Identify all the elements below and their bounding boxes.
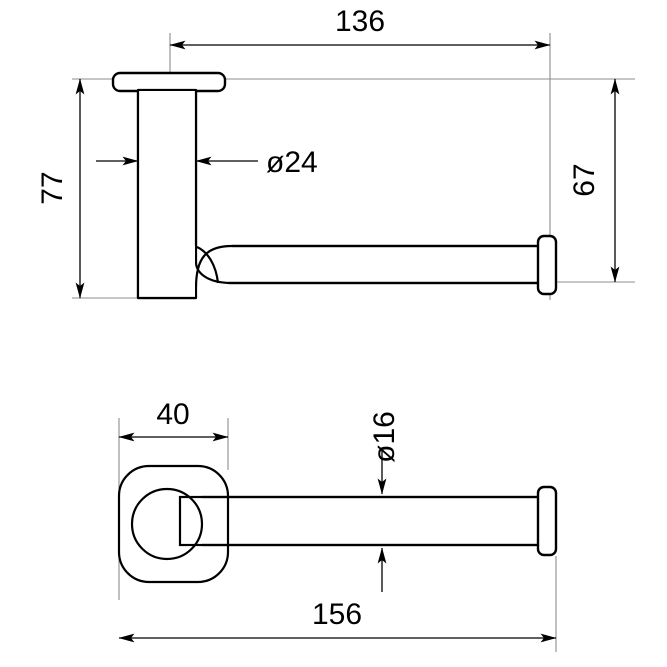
side-post-and-arm-outline [136,88,542,300]
dimension-156-label: 156 [312,598,362,631]
dimension-24-label: ø24 [266,146,318,179]
dimension-77: 77 [36,78,85,299]
side-arm-end-cap [536,234,558,296]
dimension-136-label: 136 [335,5,385,38]
plan-post-circle [130,487,204,561]
side-post-fill [139,91,195,297]
plan-wall-plate [117,464,230,584]
dimension-16-label: ø16 [368,411,401,463]
dimension-77-label: 77 [36,171,69,204]
dimension-67: 67 [568,78,620,283]
dimension-136: 136 [169,5,551,50]
side-fillet-curve [196,245,220,284]
dimension-diameter-16: ø16 [368,411,401,592]
dimension-156: 156 [118,598,557,643]
dimension-diameter-24: ø24 [96,146,318,179]
plan-arm-end-cap [536,485,558,557]
plan-view: 40 ø16 156 [117,398,558,652]
dimension-40-label: 40 [156,398,189,431]
plan-arm-body [178,495,542,547]
side-wall-flange [111,71,227,93]
dimension-40: 40 [118,398,229,442]
side-elevation-view: 136 77 67 ø24 [36,5,635,300]
dimension-67-label: 67 [568,163,601,196]
